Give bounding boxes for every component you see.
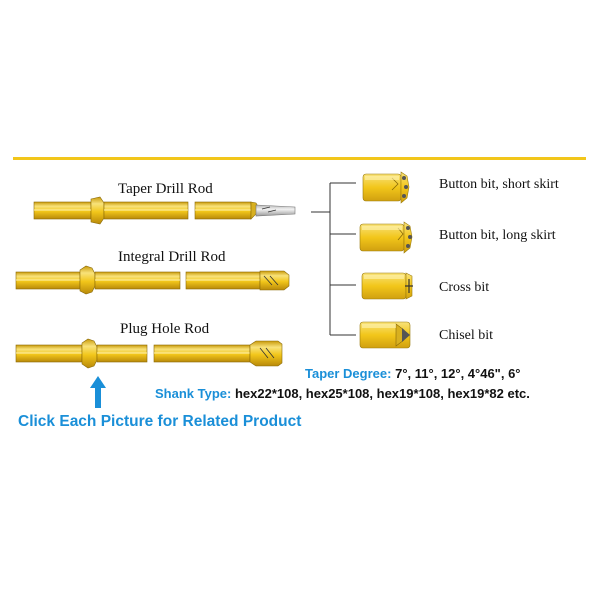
- bit-label-long-skirt: Button bit, long skirt: [439, 228, 556, 243]
- taper-degree-spec: Taper Degree: 7°, 11°, 12°, 4°46", 6°: [305, 366, 521, 381]
- rod-title-integral: Integral Drill Rod: [118, 249, 226, 265]
- taper-degree-label: Taper Degree:: [305, 366, 392, 381]
- taper-drill-rod[interactable]: [33, 196, 296, 225]
- up-arrow-icon: [90, 376, 106, 408]
- shank-type-value: hex22*108, hex25*108, hex19*108, hex19*8…: [234, 386, 530, 401]
- button-bit-long-icon[interactable]: [359, 221, 413, 254]
- integral-drill-rod[interactable]: [15, 265, 290, 295]
- top-divider: [13, 157, 586, 160]
- bit-label-cross: Cross bit: [439, 280, 490, 295]
- cross-bit-icon[interactable]: [361, 272, 413, 300]
- shank-type-spec: Shank Type: hex22*108, hex25*108, hex19*…: [155, 386, 530, 401]
- click-instruction: Click Each Picture for Related Product: [18, 413, 302, 430]
- taper-degree-value: 7°, 11°, 12°, 4°46", 6°: [395, 366, 521, 381]
- shank-type-label: Shank Type:: [155, 386, 232, 401]
- bit-connector: [311, 182, 356, 336]
- bit-label-short-skirt: Button bit, short skirt: [439, 177, 559, 192]
- rod-title-taper: Taper Drill Rod: [118, 181, 213, 197]
- button-bit-short-icon[interactable]: [362, 171, 410, 204]
- bit-label-chisel: Chisel bit: [439, 328, 494, 343]
- plug-hole-rod[interactable]: [15, 338, 283, 369]
- chisel-bit-icon[interactable]: [359, 321, 411, 349]
- rod-title-plug: Plug Hole Rod: [120, 321, 210, 337]
